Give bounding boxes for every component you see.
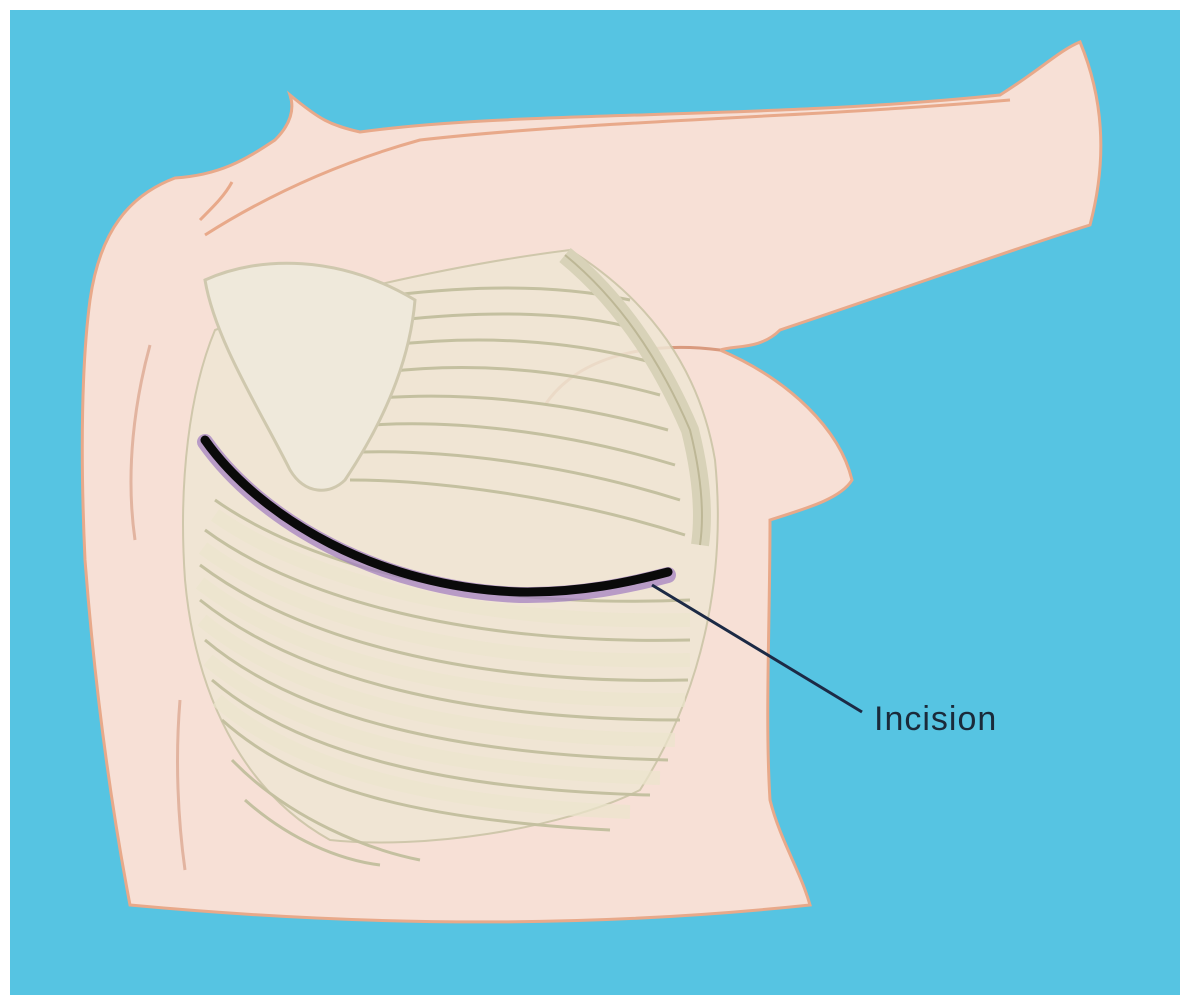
incision-label: Incision xyxy=(874,700,997,739)
